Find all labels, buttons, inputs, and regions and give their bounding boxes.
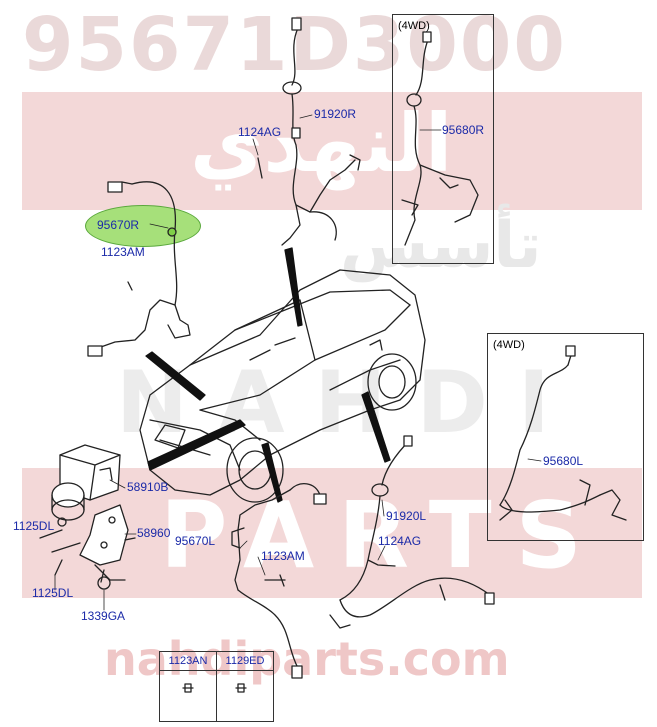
inset-4wd-rear-left xyxy=(487,333,644,541)
abs-module-58910B xyxy=(51,444,121,521)
sensor-95670R xyxy=(87,181,191,357)
watermark-arabic-top: النهدي xyxy=(190,97,453,190)
label-1124AG: 1124AG xyxy=(238,125,282,139)
inset-4wd-rear-right xyxy=(392,14,494,264)
label-1339GA: 1339GA xyxy=(81,609,126,623)
label-95680R: 95680R xyxy=(442,123,485,137)
label-1123AM-lower: 1123AM xyxy=(261,549,305,563)
label-95670R: 95670R xyxy=(97,218,140,232)
bolt-table-header-1123AN: 1123AN xyxy=(159,651,217,671)
harness-91920L xyxy=(329,435,495,629)
watermark-arabic-mid: تأسس xyxy=(340,209,542,283)
label-91920L: 91920L xyxy=(386,509,427,523)
label-95670L: 95670L xyxy=(175,534,216,548)
watermark-band-top xyxy=(22,92,642,210)
vehicle-outline xyxy=(139,269,426,503)
label-1124AG-lower: 1124AG xyxy=(378,534,422,548)
label-1125DL-upper: 1125DL xyxy=(13,519,55,533)
inset-4wd-rear-right-title: (4WD) xyxy=(398,20,430,32)
inset-4wd-rear-left-title: (4WD) xyxy=(493,339,525,351)
leader-lines xyxy=(54,114,542,611)
pointer-wedges xyxy=(145,247,391,503)
sensor-95680L xyxy=(499,345,627,521)
label-1123AM: 1123AM xyxy=(101,245,145,259)
harness-91920R xyxy=(257,17,361,246)
highlight-95670R xyxy=(85,205,201,247)
label-95680L: 95680L xyxy=(543,454,584,468)
label-1125DL-lower: 1125DL xyxy=(32,586,74,600)
bolt-reference-table: 1123AN 1129ED xyxy=(159,651,274,722)
bolt-table-cell-1123AN xyxy=(159,670,217,722)
watermark-brand: NAHDI xyxy=(116,353,580,453)
watermark-parts: PARTS xyxy=(160,482,606,589)
sensor-95680R xyxy=(401,31,479,246)
label-58960: 58960 xyxy=(137,526,171,540)
bolt-table-header-1129ED: 1129ED xyxy=(216,651,274,671)
sensor-95670L xyxy=(231,483,327,679)
label-58910B: 58910B xyxy=(127,480,169,494)
bracket-58960 xyxy=(39,504,136,590)
label-91920R: 91920R xyxy=(314,107,357,121)
bolt-table-cell-1129ED xyxy=(216,670,274,722)
